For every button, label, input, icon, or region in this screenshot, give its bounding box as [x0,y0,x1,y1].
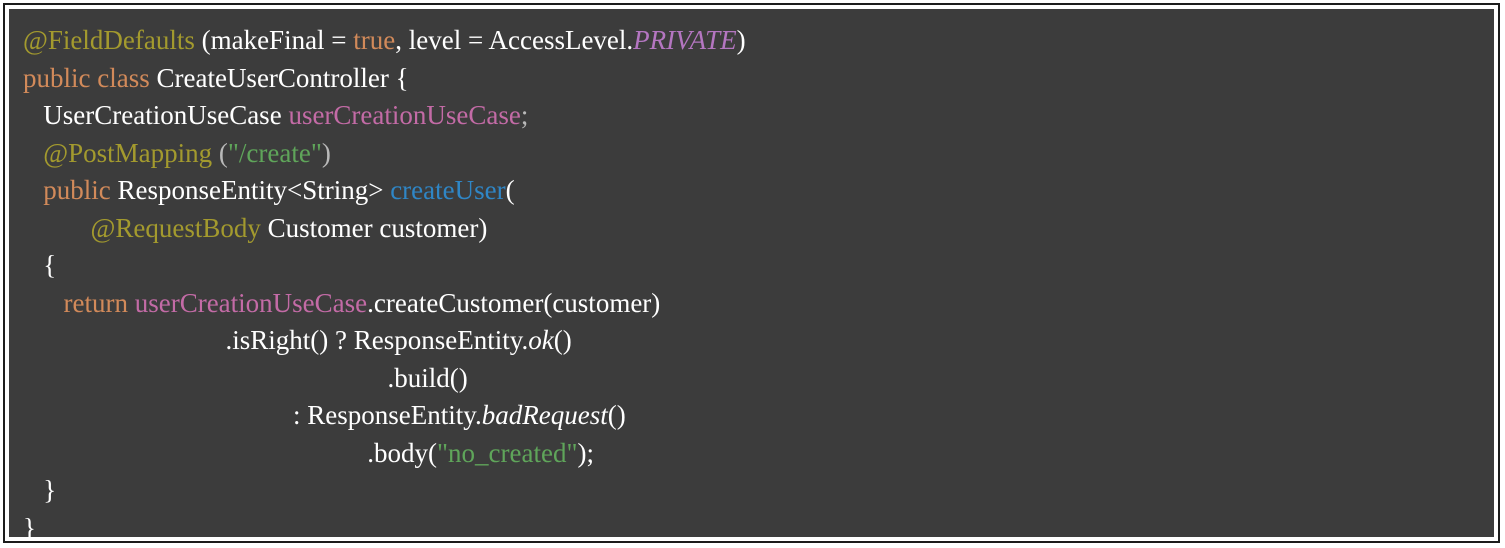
code-token-plain: { [23,250,57,280]
code-line: UserCreationUseCase userCreationUseCase; [23,97,1494,135]
code-token-plain [128,288,135,318]
code-token-plain: UserCreationUseCase [23,100,289,130]
code-token-plain: Customer customer) [260,212,488,243]
code-token-plain: () [607,400,626,430]
code-token-plain: , level = AccessLevel. [395,25,634,55]
code-line: public ResponseEntity<String> createUser… [23,172,1494,210]
code-token-punct-dim: ( [212,137,228,168]
code-line: : ResponseEntity.badRequest() [23,397,1494,435]
code-token-plain: .build() [23,362,468,393]
code-line: return userCreationUseCase.createCustome… [23,285,1494,323]
code-token-plain: (makeFinal = [194,25,354,55]
code-token-method-decl: createUser [390,175,506,205]
code-line: .isRight() ? ResponseEntity.ok() [23,322,1494,360]
code-token-annotation: @RequestBody [23,212,261,243]
code-token-plain: } [23,475,57,505]
code-token-plain: .isRight() ? ResponseEntity. [23,325,529,355]
code-token-punct-dim: ) [321,137,331,168]
code-line: @PostMapping ("/create") [23,135,1494,173]
code-token-plain: () [553,325,572,355]
code-line: public class CreateUserController { [23,60,1494,98]
code-token-plain: : ResponseEntity. [23,400,482,430]
code-token-italic: ok [528,325,554,355]
code-token-string: "/create" [227,137,322,168]
code-line: .body("no_created"); [23,435,1494,473]
code-token-italic: badRequest [481,400,608,430]
code-token-keyword: public class [23,62,150,93]
code-line: .build() [23,360,1494,398]
code-token-keyword: return [23,287,128,318]
code-token-plain: .createCustomer(customer) [367,287,661,318]
code-token-annotation: @FieldDefaults [23,25,195,55]
code-token-keyword: true [353,25,396,55]
code-block: @FieldDefaults (makeFinal = true, level … [23,22,1494,547]
code-token-plain: ( [505,175,515,205]
code-line: } [23,472,1494,510]
code-token-string: "no_created" [437,437,578,468]
code-figure-frame: @FieldDefaults (makeFinal = true, level … [3,3,1500,543]
code-token-plain: ); [577,437,594,468]
code-line: } [23,510,1494,548]
code-token-plain: CreateUserController { [149,62,409,93]
code-line: @RequestBody Customer customer) [23,210,1494,248]
code-token-punct-dim: ; [520,100,529,130]
code-token-keyword: public [23,175,111,205]
code-token-plain: ResponseEntity<String> [110,175,391,205]
code-panel: @FieldDefaults (makeFinal = true, level … [9,9,1494,543]
code-line: @FieldDefaults (makeFinal = true, level … [23,22,1494,60]
code-token-field: userCreationUseCase [288,100,521,130]
code-token-field: userCreationUseCase [134,287,368,318]
code-token-annotation: @PostMapping [23,137,213,168]
code-token-plain: } [23,512,36,543]
code-token-plain: ) [736,25,746,55]
code-line: { [23,247,1494,285]
code-token-plain: .body( [23,437,437,468]
code-token-const-field: PRIVATE [633,25,737,55]
